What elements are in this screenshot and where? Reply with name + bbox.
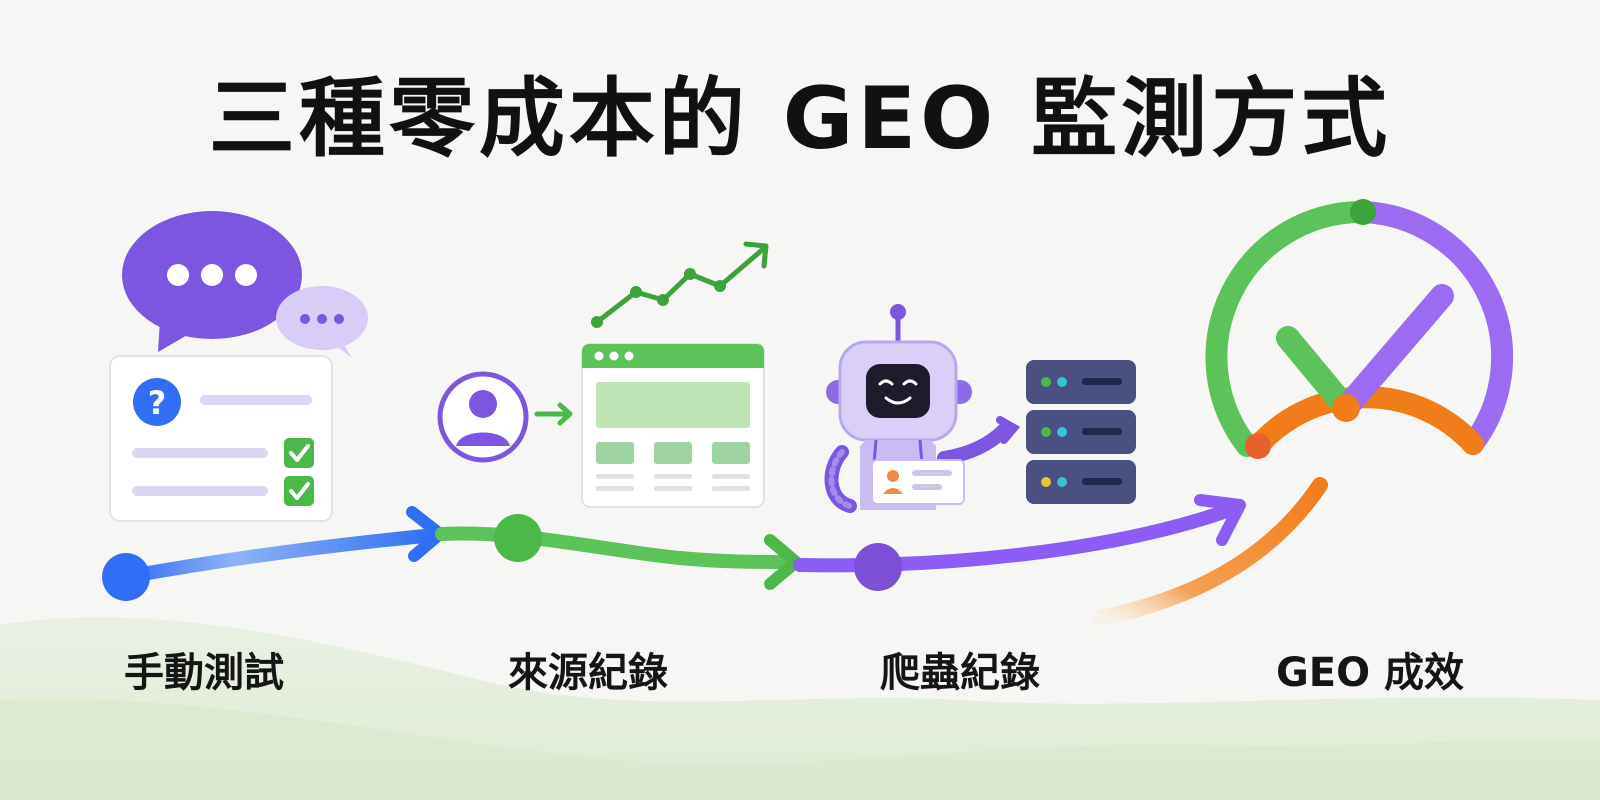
stage-label-geo-result: GEO 成效 [1275,650,1465,696]
flow-arrowhead-purple [1194,494,1246,546]
question-card-icon: ? [109,355,333,522]
robot-icon [824,304,1021,513]
browser-window-icon [581,343,765,508]
svg-text:?: ? [148,384,167,422]
check-stroke-green [1276,326,1358,420]
arrow-right-icon [534,402,573,426]
page-title: 三種零成本的 GEO 監測方式 [208,69,1392,169]
ring-arc-purple [1352,201,1514,455]
server-rack-icon [1026,360,1136,504]
stage-label-source-log: 來源紀錄 [508,650,668,696]
speech-bubble-small-icon [276,286,368,358]
trend-up-line-icon [591,241,769,328]
ring-arc-orange [1247,386,1484,457]
ring-arc-green [1205,200,1374,457]
checkmark-ring-icon [1205,199,1514,459]
flow-node-manual [102,553,150,601]
stage-label-manual-test: 手動測試 [124,650,284,696]
flow-node-crawler [854,543,902,591]
stage-label-crawler-log: 爬蟲紀錄 [880,650,1040,696]
browser-analytics-icon [437,241,769,508]
robot-server-icon [824,304,1136,513]
speech-bubble-large-icon [122,211,302,352]
flow-path-blue [119,528,442,584]
flow-path-orange [1092,477,1328,626]
flow-node-source [494,514,542,562]
chat-question-icon: ? [109,211,368,522]
check-stroke-purple [1334,284,1454,420]
background-hill-front [0,698,1600,800]
user-avatar-icon [437,371,529,463]
